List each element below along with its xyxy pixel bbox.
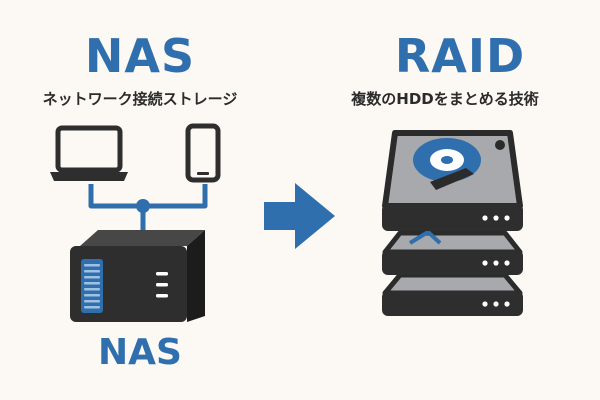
nas-device-label: NAS — [98, 332, 182, 373]
hard-disk-top — [382, 130, 523, 231]
raid-title: RAID — [394, 29, 526, 83]
laptop-icon — [50, 125, 128, 181]
arrow-right-icon — [264, 183, 335, 249]
hard-disk-bottom — [382, 272, 523, 316]
hard-disk-middle — [382, 229, 523, 275]
nas-title: NAS — [84, 29, 196, 83]
raid-subtitle: 複数のHDDをまとめる技術 — [351, 90, 539, 108]
nas-device-icon — [70, 230, 205, 322]
hard-disk-stack-icon — [382, 130, 523, 316]
nas-subtitle: ネットワーク接続ストレージ — [42, 90, 238, 108]
smartphone-icon — [185, 123, 221, 183]
network-connector-icon — [88, 184, 208, 232]
